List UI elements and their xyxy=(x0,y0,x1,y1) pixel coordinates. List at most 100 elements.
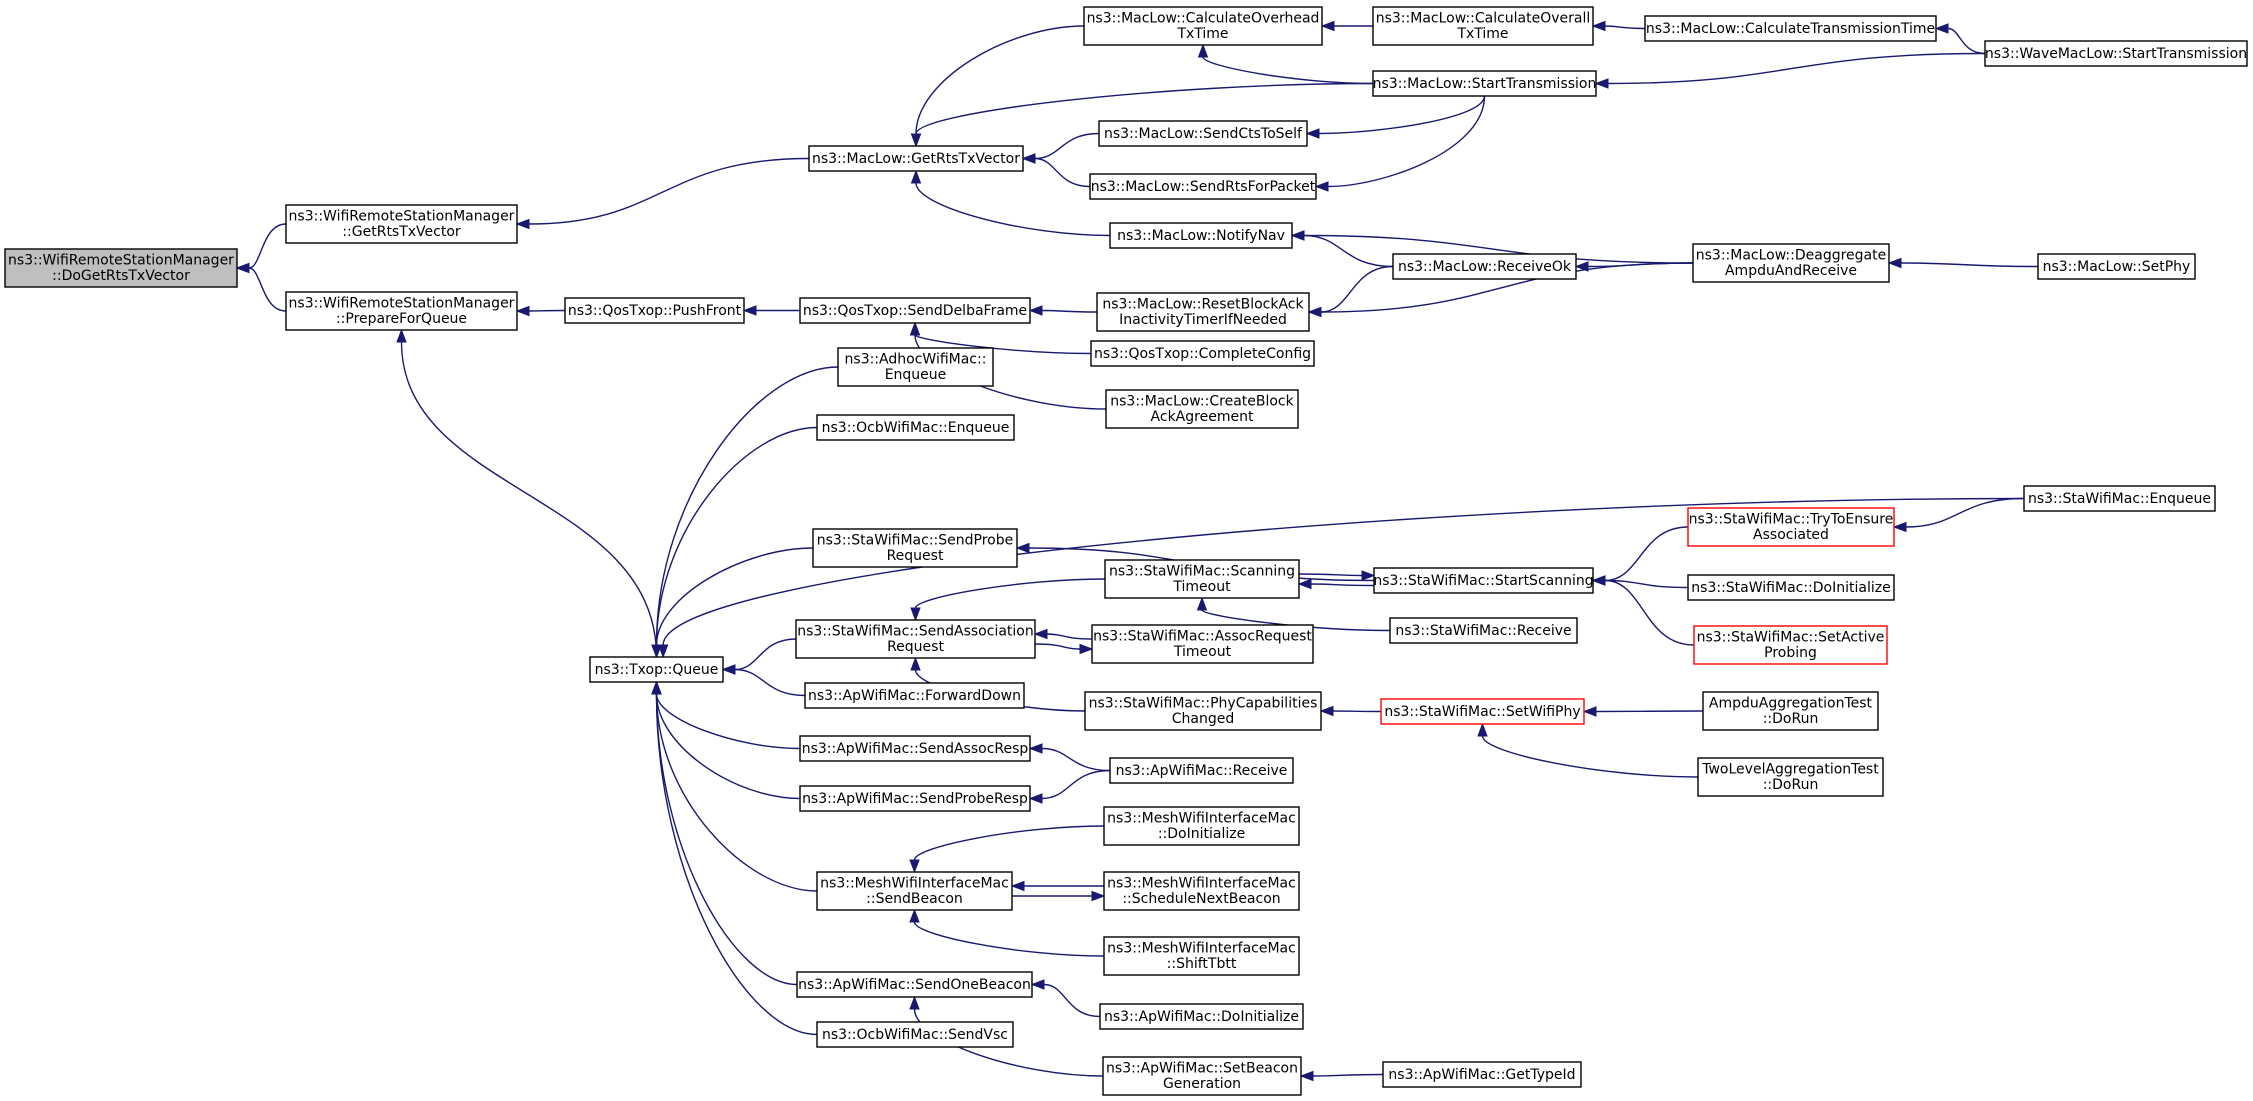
node-startTx[interactable]: ns3::MacLow::StartTransmission xyxy=(1372,70,1597,97)
node-resetBlockAck[interactable]: ns3::MacLow::ResetBlockAckInactivityTime… xyxy=(1096,292,1310,332)
node-label: ns3::MeshWifiInterfaceMac xyxy=(820,876,1009,892)
edge-arrowhead xyxy=(910,656,921,671)
node-box xyxy=(1090,340,1315,367)
node-label: ns3::StaWifiMac::SendAssociation xyxy=(797,624,1033,640)
node-ocbEnqueue[interactable]: ns3::OcbWifiMac::Enqueue xyxy=(816,414,1015,441)
node-apSendAssocResp[interactable]: ns3::ApWifiMac::SendAssocResp xyxy=(799,735,1031,762)
edge-line xyxy=(1332,710,1382,713)
node-txopQueue[interactable]: ns3::Txop::Queue xyxy=(589,656,724,683)
node-macLowGetRts[interactable]: ns3::MacLow::GetRtsTxVector xyxy=(808,145,1024,172)
edge-line xyxy=(1201,609,1391,632)
edge-staReceive-to-scanningTimeout xyxy=(1196,596,1391,632)
edge-sendProbeReq-to-txopQueue xyxy=(651,547,814,659)
edge-arrowhead xyxy=(1319,705,1334,717)
edge-apSetBeaconGen-to-apSendOneBeacon xyxy=(909,995,1104,1077)
node-ocbSendVsc[interactable]: ns3::OcbWifiMac::SendVsc xyxy=(816,1021,1014,1048)
edge-line xyxy=(1318,95,1486,135)
edge-arrowhead xyxy=(909,995,920,1010)
edge-arrowhead xyxy=(1021,153,1036,164)
node-ampduTest[interactable]: AmpduAggregationTest::DoRun xyxy=(1702,691,1879,731)
node-setWifiPhy[interactable]: ns3::StaWifiMac::SetWifiPhy xyxy=(1380,698,1585,725)
node-meshDoInit[interactable]: ns3::MeshWifiInterfaceMac::DoInitialize xyxy=(1103,806,1300,846)
node-apReceive[interactable]: ns3::ApWifiMac::Receive xyxy=(1109,757,1294,784)
edge-arrowhead xyxy=(1033,628,1048,640)
edge-arrowhead xyxy=(1030,979,1045,990)
node-label: ns3::WifiRemoteStationManager xyxy=(8,253,234,269)
edge-startTx-to-macLowGetRts xyxy=(910,82,1374,148)
node-completeConfig[interactable]: ns3::QosTxop::CompleteConfig xyxy=(1090,340,1315,367)
edge-arrowhead xyxy=(1314,181,1329,192)
node-receiveOk[interactable]: ns3::MacLow::ReceiveOk xyxy=(1392,253,1577,280)
edge-arrowhead xyxy=(910,133,922,148)
node-pushFront[interactable]: ns3::QosTxop::PushFront xyxy=(564,297,745,324)
node-label: ns3::StaWifiMac::DoInitialize xyxy=(1691,580,1890,596)
node-label: ns3::QosTxop::SendDelbaFrame xyxy=(803,303,1027,319)
node-box xyxy=(1984,40,2248,67)
node-label: ns3::MacLow::SendCtsToSelf xyxy=(1104,126,1303,142)
edge-meshSendBeacon-to-txopQueue xyxy=(651,680,818,892)
node-adhocEnqueue[interactable]: ns3::AdhocWifiMac::Enqueue xyxy=(837,347,994,387)
edge-line xyxy=(914,334,1092,355)
node-notifyNav[interactable]: ns3::MacLow::NotifyNav xyxy=(1109,222,1293,249)
edge-arrowhead xyxy=(1028,793,1043,804)
node-startScanning[interactable]: ns3::StaWifiMac::StartScanning xyxy=(1373,567,1594,594)
node-meshScheduleNext[interactable]: ns3::MeshWifiInterfaceMac::ScheduleNextB… xyxy=(1103,871,1300,911)
node-staReceive[interactable]: ns3::StaWifiMac::Receive xyxy=(1389,617,1578,644)
edge-line xyxy=(1320,262,1694,313)
edge-line xyxy=(915,82,1374,135)
node-sendRtsForPacket[interactable]: ns3::MacLow::SendRtsForPacket xyxy=(1089,173,1317,200)
edge-staDoInit-to-startScanning xyxy=(1591,575,1689,589)
node-label: ns3::MacLow::NotifyNav xyxy=(1117,228,1285,244)
edge-staEnqueue-to-tryToEnsure xyxy=(1892,497,2025,533)
node-apGetTypeId[interactable]: ns3::ApWifiMac::GetTypeId xyxy=(1382,1061,1582,1088)
node-label: ns3::MeshWifiInterfaceMac xyxy=(1107,811,1296,827)
node-staDoInit[interactable]: ns3::StaWifiMac::DoInitialize xyxy=(1687,574,1895,601)
node-box xyxy=(1103,936,1300,976)
edges-layer xyxy=(235,20,2039,1082)
node-label: ns3::WaveMacLow::StartTransmission xyxy=(1985,46,2247,62)
edge-line xyxy=(1947,27,1986,55)
node-box xyxy=(799,297,1031,324)
node-meshShiftTbtt[interactable]: ns3::MeshWifiInterfaceMac::ShiftTbtt xyxy=(1103,936,1300,976)
node-getRtsTxVector[interactable]: ns3::WifiRemoteStationManager::GetRtsTxV… xyxy=(285,204,518,244)
node-meshSendBeacon[interactable]: ns3::MeshWifiInterfaceMac::SendBeacon xyxy=(816,871,1013,911)
node-apDoInit[interactable]: ns3::ApWifiMac::DoInitialize xyxy=(1099,1003,1304,1030)
edge-line xyxy=(1034,643,1081,650)
node-label: ns3::MacLow::CalculateOverall xyxy=(1376,11,1591,27)
node-prepareForQueue[interactable]: ns3::WifiRemoteStationManager::PrepareFo… xyxy=(285,291,518,331)
node-box xyxy=(1702,691,1879,731)
edge-prepareForQueue-to-root xyxy=(235,262,287,312)
node-apSendProbeResp[interactable]: ns3::ApWifiMac::SendProbeResp xyxy=(799,785,1031,812)
node-sendDelba[interactable]: ns3::QosTxop::SendDelbaFrame xyxy=(799,297,1031,324)
node-label: ::DoRun xyxy=(1763,777,1819,793)
edge-arrowhead xyxy=(1197,43,1209,58)
edge-ocbEnqueue-to-txopQueue xyxy=(651,426,818,659)
edge-arrowhead xyxy=(1299,1070,1314,1082)
node-sendCtsToSelf[interactable]: ns3::MacLow::SendCtsToSelf xyxy=(1098,120,1308,147)
node-twoLevelTest[interactable]: TwoLevelAggregationTest::DoRun xyxy=(1697,757,1884,797)
node-staEnqueue[interactable]: ns3::StaWifiMac::Enqueue xyxy=(2023,485,2216,512)
edge-line xyxy=(915,182,1111,237)
node-label: InactivityTimerIfNeeded xyxy=(1119,312,1287,328)
node-apForwardDown[interactable]: ns3::ApWifiMac::ForwardDown xyxy=(804,682,1025,709)
node-root: ns3::WifiRemoteStationManager::DoGetRtsT… xyxy=(4,248,238,288)
node-apSendOneBeacon[interactable]: ns3::ApWifiMac::SendOneBeacon xyxy=(796,971,1033,998)
node-calcTransmission[interactable]: ns3::MacLow::CalculateTransmissionTime xyxy=(1644,15,1937,42)
node-setPhy[interactable]: ns3::MacLow::SetPhy xyxy=(2037,253,2196,280)
edge-line xyxy=(1481,735,1699,778)
node-waveStartTx[interactable]: ns3::WaveMacLow::StartTransmission xyxy=(1984,40,2248,67)
edge-line xyxy=(655,366,839,646)
node-box xyxy=(1104,559,1300,599)
